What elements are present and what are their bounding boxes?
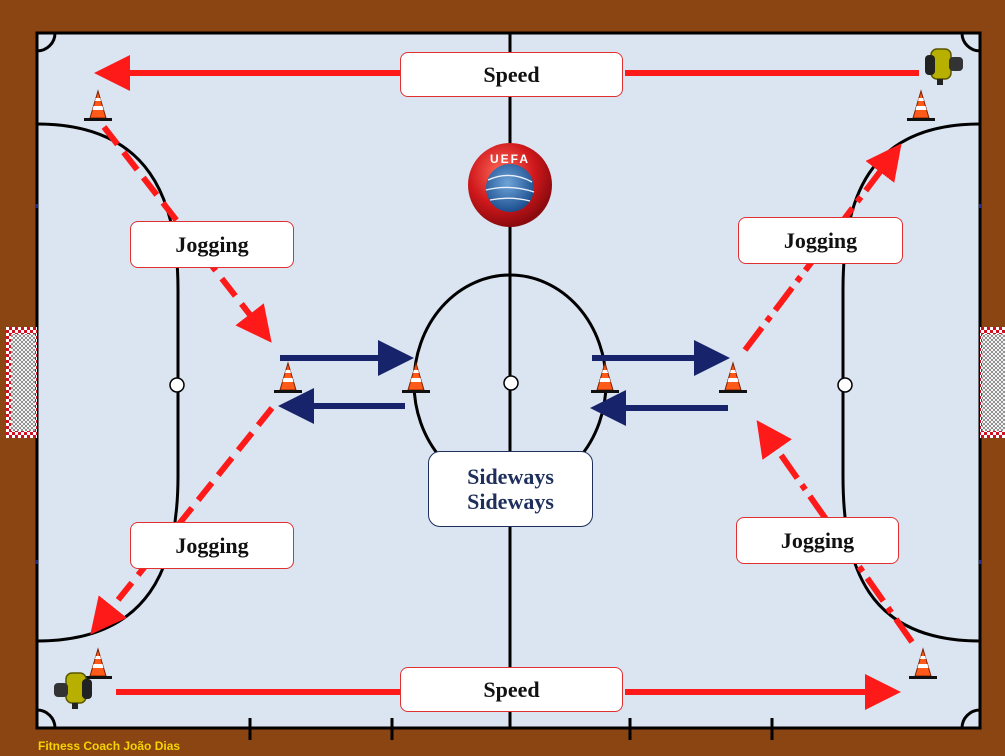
- sub-zone-marks: [248, 718, 774, 740]
- penalty-spot-left: [169, 377, 185, 393]
- cone-icon: [84, 647, 112, 679]
- cone-icon: [909, 647, 937, 679]
- corner-arc: [36, 708, 57, 729]
- center-spot: [503, 375, 519, 391]
- credit-text: Fitness Coach João Dias: [38, 739, 181, 753]
- corner-arc: [960, 708, 981, 729]
- label-speed-top: Speed: [400, 52, 623, 97]
- cone-icon: [907, 89, 935, 121]
- label-sideways-line2: Sideways: [467, 489, 554, 514]
- boundary-marks: [35, 204, 982, 564]
- penalty-spot-right: [837, 377, 853, 393]
- cone-icon: [402, 361, 430, 393]
- jog-arrow-bottom-left: [90, 406, 275, 635]
- corner-arc: [960, 32, 981, 53]
- cone-icon: [591, 361, 619, 393]
- cone-icon: [274, 361, 302, 393]
- corner-arc: [36, 32, 57, 53]
- speed-trap-icon: [54, 672, 92, 709]
- jog-arrow-bottom-right: [756, 420, 915, 644]
- label-jogging-bottom-left: Jogging: [130, 522, 294, 569]
- label-sideways-line1: Sideways: [467, 464, 554, 489]
- label-jogging-top-right: Jogging: [738, 217, 903, 264]
- label-speed-bottom: Speed: [400, 667, 623, 712]
- uefa-logo: UEFA: [468, 143, 552, 227]
- cone-icon: [719, 361, 747, 393]
- cone-icon: [84, 89, 112, 121]
- speed-trap-icon: [925, 48, 963, 85]
- goal-net-icon: [980, 327, 1005, 438]
- label-jogging-top-left: Jogging: [130, 221, 294, 268]
- uefa-logo-text: UEFA: [490, 152, 530, 166]
- goal-net-icon: [6, 327, 37, 438]
- label-jogging-bottom-right: Jogging: [736, 517, 899, 564]
- label-sideways: Sideways Sideways: [428, 451, 593, 527]
